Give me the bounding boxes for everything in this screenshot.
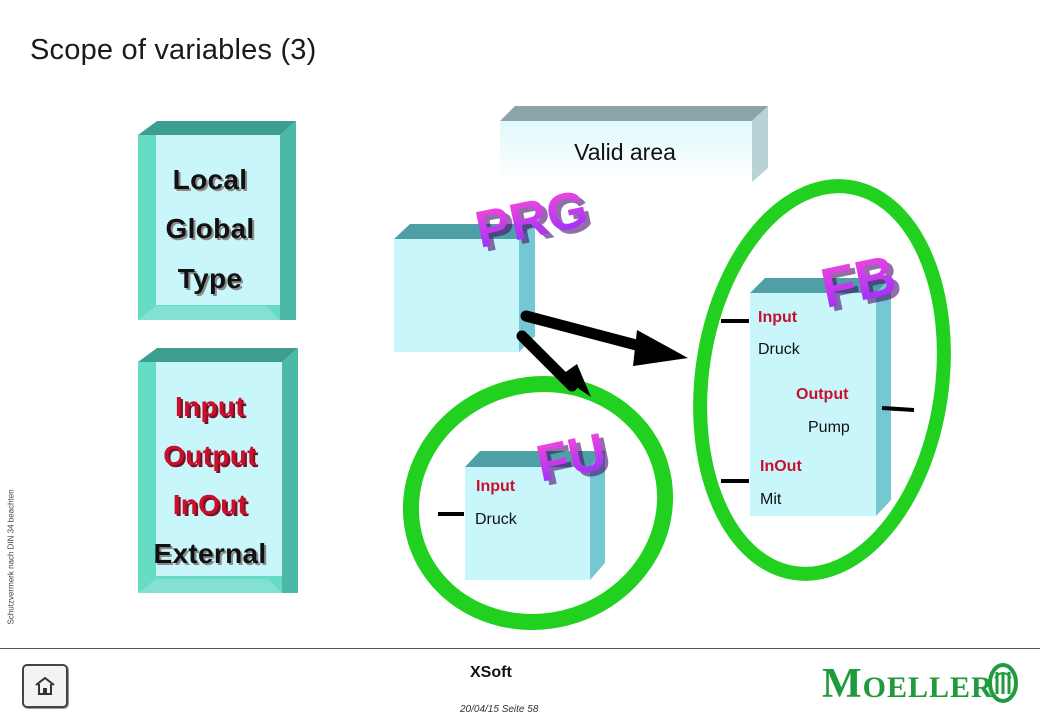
arrow-prg-to-fu — [516, 330, 591, 397]
valid-area-block — [500, 106, 768, 182]
page-title: Scope of variables (3) — [30, 34, 317, 66]
logo-m: M — [822, 661, 863, 707]
scope-output: Output — [163, 440, 257, 471]
fu-input-label: Input — [476, 478, 516, 495]
valid-area-label: Valid area — [574, 139, 676, 165]
fu-input-var: Druck — [475, 511, 517, 528]
logo-rest: OELLER — [862, 671, 994, 704]
fb-input-var: Druck — [758, 341, 800, 358]
prg-label: PRG — [470, 180, 592, 260]
moeller-logo: MOELLER — [822, 660, 994, 708]
fb-output-connector — [881, 406, 915, 412]
home-button[interactable] — [22, 664, 68, 708]
footer-product: XSoft — [470, 664, 512, 681]
prg-label-group: PRG PRG — [470, 180, 597, 264]
fb-inout-var: Mit — [760, 491, 782, 508]
fu-label-group: FU FU — [531, 423, 616, 498]
scope-inout: InOut — [172, 489, 248, 520]
arrow-prg-to-fb — [520, 310, 688, 366]
fu-label: FU — [531, 423, 611, 494]
fb-label: FB — [815, 243, 901, 320]
fb-ellipse — [693, 179, 951, 581]
moeller-emblem-icon — [988, 663, 1018, 703]
scope-local: Local — [172, 164, 248, 195]
scope-external: External — [153, 538, 267, 569]
scope-type: Type — [177, 263, 243, 294]
svg-text:FB: FB — [820, 247, 906, 324]
scope-block-bottom — [138, 348, 298, 593]
fu-ellipse — [402, 376, 674, 630]
fb-label-group: FB FB — [815, 243, 906, 324]
prg-cube — [394, 224, 535, 352]
fb-cube — [750, 278, 891, 516]
scope-global: Global — [165, 213, 255, 244]
footer-divider — [0, 648, 1040, 649]
fu-cube — [465, 451, 605, 580]
svg-text:FU: FU — [536, 427, 616, 498]
scope-block-top — [138, 121, 296, 320]
fb-inout-label: InOut — [760, 458, 802, 475]
home-icon — [35, 676, 55, 695]
fb-input-label: Input — [758, 309, 798, 326]
side-note: Schutzvermerk nach DIN 34 beachten — [6, 489, 16, 625]
scope-input: Input — [175, 391, 245, 422]
footer-page-info: 20/04/15 Seite 58 — [460, 704, 539, 715]
fb-output-var: Pump — [808, 419, 850, 436]
fb-output-label: Output — [796, 386, 849, 403]
